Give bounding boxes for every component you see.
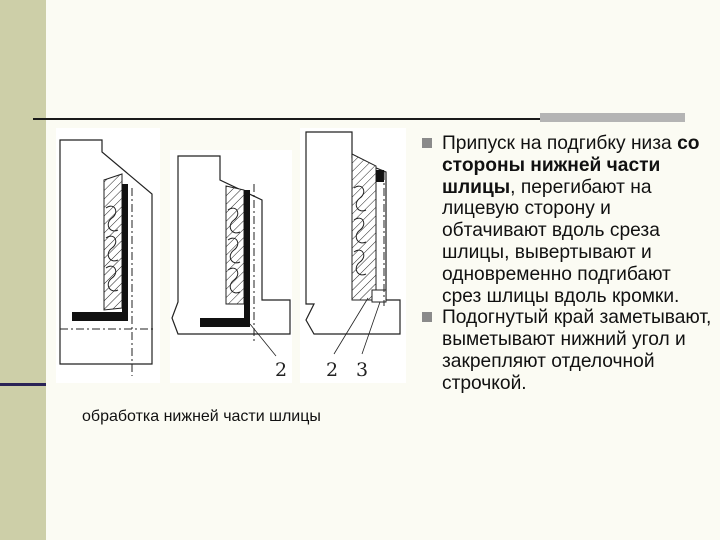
bullet-item-1: Припуск на подгибку низа со стороны нижн… [420,133,712,307]
figure-label-2a: 2 [275,359,287,381]
bullet-1-text-bold: со стороны нижней части шлицы [442,133,700,198]
bullet-2-text: Подогнутый край заметывают, выметывают н… [442,307,712,394]
bullet-1-text-b: , перегибают на лицевую сторону и обтачи… [442,176,680,307]
square-bullet-icon [422,138,432,148]
sidebar-accent-line [0,383,46,386]
figure-label-3: 3 [356,359,368,381]
slit-processing-figure: 2 2 3 [56,128,406,386]
figure-label-2b: 2 [326,359,338,381]
square-bullet-icon [422,312,432,323]
drawing-panel-1 [56,128,160,383]
sidebar-band [0,0,46,540]
drawing-panel-3: 2 3 [300,128,406,383]
drawing-panel-2: 2 [170,150,292,383]
bullet-list: Припуск на подгибку низа со стороны нижн… [420,133,712,395]
technical-drawing: 2 2 3 [56,128,406,383]
bullet-1-text-a: Припуск на подгибку низа [442,133,678,154]
figure-caption: обработка нижней части шлицы [82,408,321,425]
title-divider [33,118,660,120]
bullet-item-2: Подогнутый край заметывают, выметывают н… [420,307,712,394]
accent-bar [540,113,685,122]
